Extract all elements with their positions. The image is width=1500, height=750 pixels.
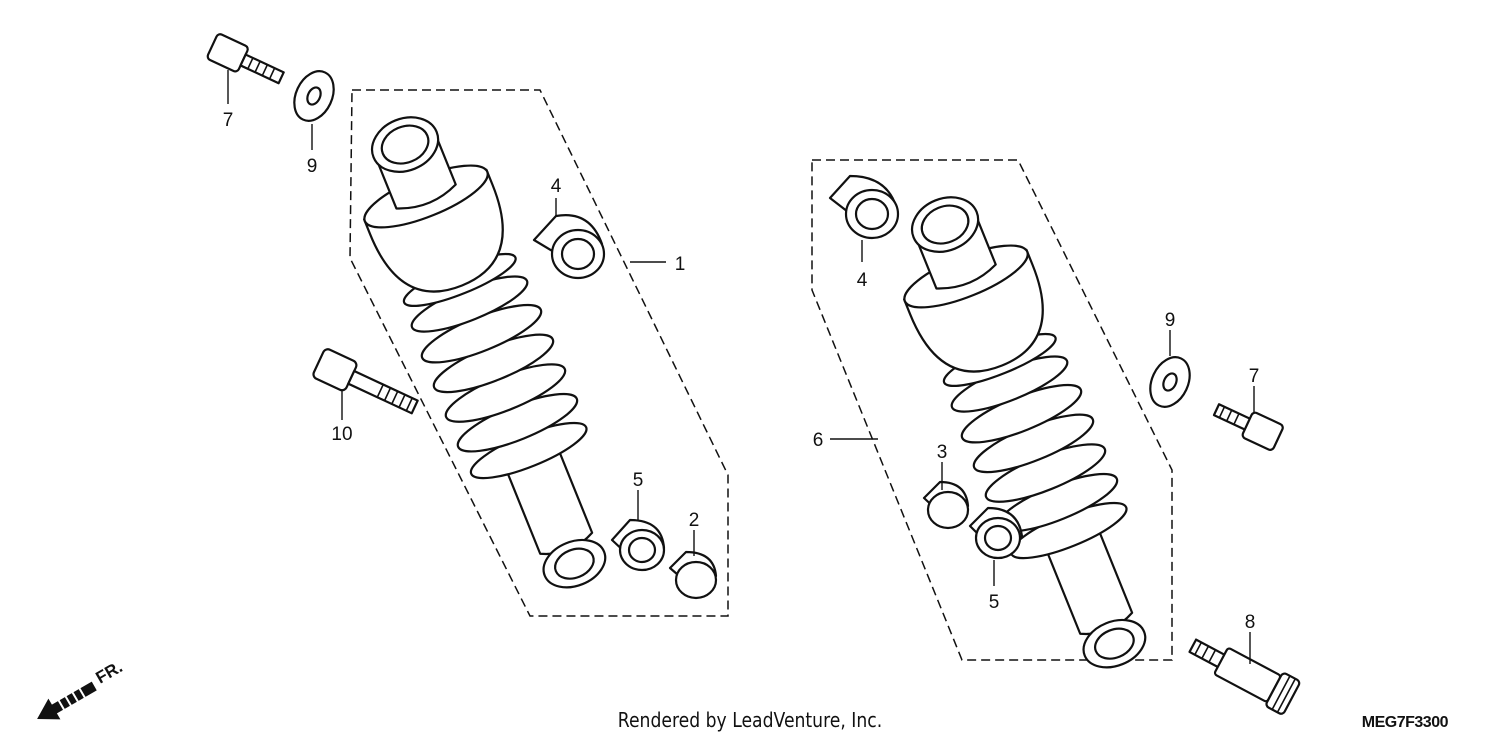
callout-8: 8 — [1245, 612, 1256, 633]
bushing-4-right — [828, 174, 900, 240]
stud-bolt-8 — [1188, 638, 1301, 715]
front-label: FR. — [93, 657, 126, 687]
callout-5-right: 5 — [989, 592, 1000, 613]
diagram-code: MEG7F3300 — [1361, 714, 1449, 731]
bolt-7-right — [1212, 403, 1284, 451]
callout-5-left: 5 — [633, 470, 644, 491]
callout-1: 1 — [675, 254, 686, 275]
callout-4-right: 4 — [857, 270, 868, 291]
assembly-boundary-left — [349, 89, 729, 617]
bushing-5-right — [968, 506, 1024, 560]
callout-7-right: 7 — [1249, 366, 1260, 387]
bolt-10 — [312, 348, 419, 415]
bolt-7-left — [206, 33, 285, 85]
callout-6: 6 — [813, 430, 824, 451]
shock-absorber-right — [903, 196, 1147, 669]
callout-7-left: 7 — [223, 110, 234, 131]
render-credit: Rendered by LeadVenture, Inc. — [617, 708, 883, 732]
callout-3: 3 — [937, 442, 948, 463]
callout-10: 10 — [331, 424, 352, 445]
shock-absorber-left — [363, 116, 607, 589]
washer-9-right — [1149, 356, 1191, 408]
callout-9-left: 9 — [307, 156, 318, 177]
assembly-boundary-right — [811, 159, 1173, 661]
callout-2: 2 — [689, 510, 700, 531]
leader-lines — [227, 70, 1255, 664]
collar-2 — [668, 550, 718, 600]
bushing-5-left — [610, 518, 666, 572]
callout-4-left: 4 — [551, 176, 562, 197]
collar-3 — [922, 480, 970, 530]
callout-9-right: 9 — [1165, 310, 1176, 331]
bushing-4-left — [532, 214, 606, 280]
washer-9-left — [293, 70, 335, 122]
